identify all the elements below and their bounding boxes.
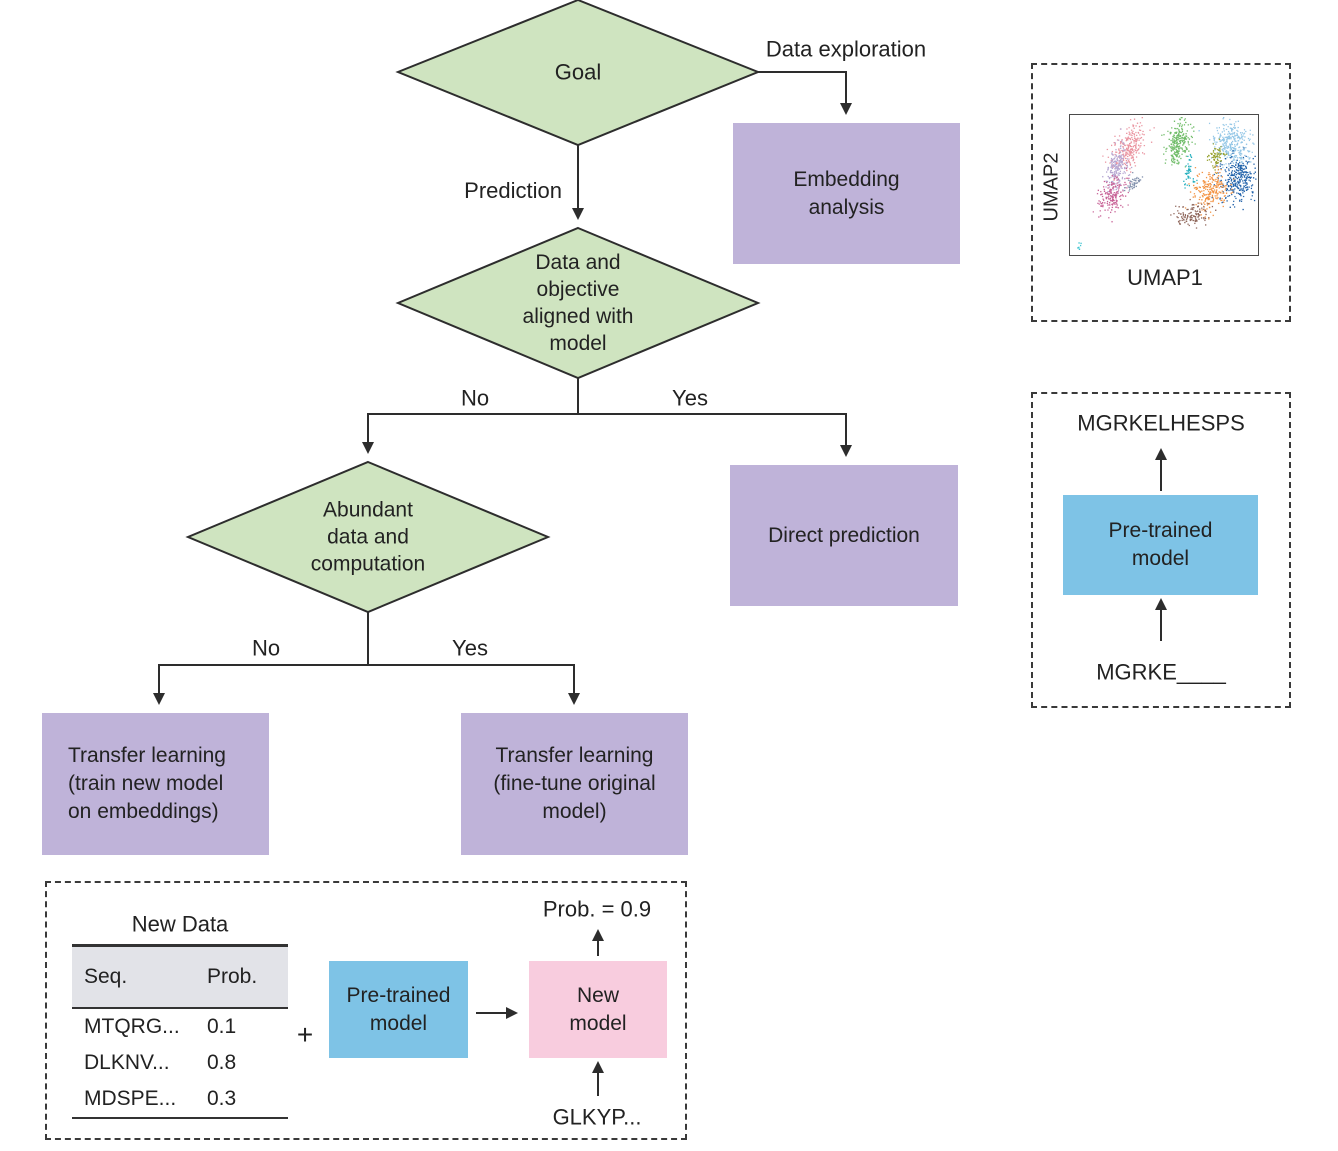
umap-x-axis-label: UMAP1	[1127, 265, 1203, 290]
new-model-box: New model	[529, 961, 667, 1058]
branch2-no-label: No	[251, 635, 281, 661]
direct-prediction-box: Direct prediction	[730, 465, 958, 606]
abundant-diamond-label: Abundant data and computation	[310, 498, 426, 576]
edge-goal-to-embedding	[758, 71, 852, 115]
data-exploration-edge-label: Data exploration	[765, 36, 927, 62]
table-row: DLKNV... 0.8	[72, 1045, 288, 1081]
edge-abundant-no	[153, 612, 369, 705]
transfer-finetune-box: Transfer learning (fine-tune original mo…	[461, 713, 688, 855]
prob-cell: 0.1	[207, 1015, 237, 1038]
table-row: MTQRG... 0.1	[72, 1009, 288, 1045]
prediction-edge-label: Prediction	[464, 178, 562, 203]
input-sequence-label: MGRKE____	[1096, 659, 1226, 685]
new-input-sequence-label: GLKYP...	[552, 1104, 642, 1130]
pretrained-model-box: Pre-trained model	[1063, 495, 1258, 595]
seq-cell: MTQRG...	[84, 1015, 180, 1038]
umap-panel: UMAP2 UMAP1	[1031, 63, 1291, 322]
umap-scatter-canvas	[1069, 114, 1259, 256]
edge-aligned-no	[362, 378, 579, 454]
new-data-table: Seq. Prob. MTQRG... 0.1 DLKNV... 0.8 MDS…	[72, 944, 288, 1119]
seq-cell: DLKNV...	[84, 1051, 170, 1074]
output-probability-label: Prob. = 0.9	[542, 896, 652, 922]
new-data-table-header: Seq. Prob.	[72, 947, 288, 1009]
seq-cell: MDSPE...	[84, 1087, 177, 1110]
branch1-yes-label: Yes	[672, 385, 708, 411]
umap-y-axis-label: UMAP2	[1040, 152, 1063, 222]
goal-diamond-label: Goal	[554, 59, 602, 85]
new-data-title: New Data	[131, 911, 229, 937]
prob-cell: 0.3	[207, 1087, 237, 1110]
column-header-seq: Seq.	[84, 965, 128, 988]
branch2-yes-label: Yes	[452, 635, 488, 661]
edge-abundant-yes	[368, 664, 580, 705]
prob-cell: 0.8	[207, 1051, 237, 1074]
table-row: MDSPE... 0.3	[72, 1081, 288, 1117]
transfer-learning-panel	[45, 881, 687, 1140]
branch1-no-label: No	[460, 385, 490, 411]
aligned-diamond-label: Data and objective aligned with model	[522, 251, 634, 355]
pretrained-model-panel	[1031, 392, 1291, 708]
plus-sign: +	[296, 1019, 314, 1050]
embedding-analysis-box: Embedding analysis	[733, 123, 960, 264]
pretrained-model-box-bottom: Pre-trained model	[329, 961, 468, 1058]
column-header-prob: Prob.	[207, 965, 258, 988]
edge-aligned-yes	[578, 413, 852, 457]
transfer-embeddings-box: Transfer learning (train new model on em…	[42, 713, 269, 855]
output-sequence-label: MGRKELHESPS	[1077, 410, 1245, 436]
